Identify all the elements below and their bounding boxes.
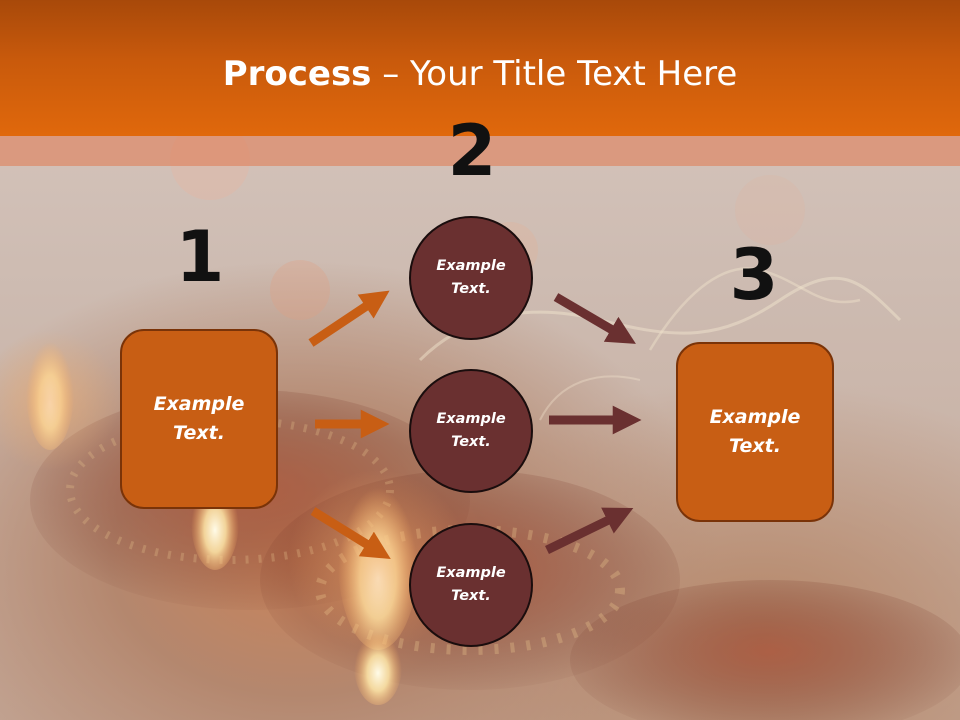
circle-top-text: Example Text. xyxy=(436,258,506,297)
title-bold: Process xyxy=(222,54,372,94)
right-box-text: Example Text. xyxy=(709,406,801,457)
right-process-box[interactable]: Example Text. xyxy=(676,342,834,522)
step-number-2: 2 xyxy=(447,110,497,192)
left-process-box[interactable]: Example Text. xyxy=(120,329,278,509)
arrow-top-to-right xyxy=(553,293,636,344)
page-title: Process – Your Title Text Here xyxy=(0,52,960,96)
title-bar xyxy=(0,0,960,136)
arrow-left-to-top xyxy=(308,290,390,347)
circle-middle-text: Example Text. xyxy=(436,411,506,450)
arrow-left-to-bottom xyxy=(310,507,391,560)
title-bar-band xyxy=(0,136,960,166)
process-circle-bottom[interactable]: Example Text. xyxy=(409,523,533,647)
process-circle-top[interactable]: Example Text. xyxy=(409,216,533,340)
left-box-text: Example Text. xyxy=(153,393,245,444)
step-number-3: 3 xyxy=(729,234,779,316)
step-number-1: 1 xyxy=(175,216,225,298)
process-circle-middle[interactable]: Example Text. xyxy=(409,369,533,493)
title-rest: – Your Title Text Here xyxy=(371,54,738,94)
arrow-bottom-to-right xyxy=(545,507,634,555)
circle-bottom-text: Example Text. xyxy=(436,565,506,604)
